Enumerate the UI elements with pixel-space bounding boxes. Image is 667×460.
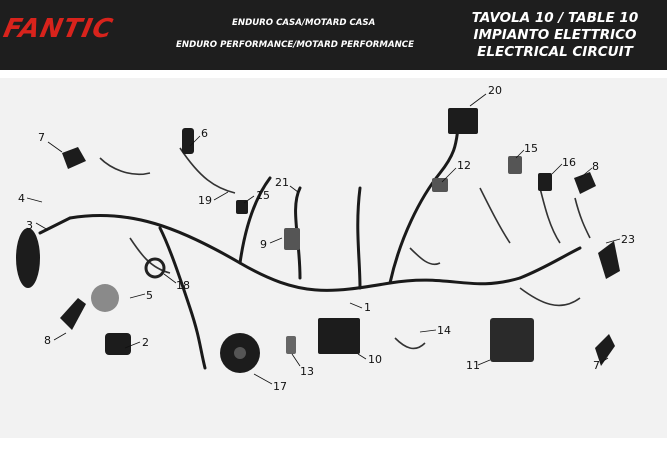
fan-hub [234,347,246,359]
callout-11: 11 [466,359,480,372]
model-line-2: ENDURO PERFORMANCE/MOTARD PERFORMANCE [176,40,414,50]
callout-5: 5 [146,289,153,302]
indicator-rear-left [60,298,86,330]
callout-18: 18 [176,279,190,292]
callout-15-right: 15 [524,142,538,155]
callout-1: 1 [364,301,371,314]
callout-10: 10 [368,353,382,366]
relay-part-15-left [236,200,248,214]
parts-diagram: 1 2 3 4 5 6 7 7 8 8 9 10 11 12 13 14 15 … [0,78,667,438]
leader-18 [163,273,177,284]
leader-1 [349,302,363,309]
leader-12 [441,167,457,183]
leader-3 [35,222,49,231]
leader-21 [289,185,299,193]
model-line-1: ENDURO CASA/MOTARD CASA [232,18,376,28]
header-bar: FANTIC ENDURO CASA/MOTARD CASA ENDURO PE… [0,0,667,70]
callout-2: 2 [142,336,149,349]
leader-2 [124,341,141,349]
brand-logo: FANTIC [0,14,169,50]
callout-leaders [26,93,621,385]
indicator-rear-right [595,334,615,366]
indicator-front-left [62,147,86,169]
callout-9: 9 [260,238,267,251]
relay-box-part [448,108,478,134]
tail-light-part [598,241,620,279]
callout-15-left: 15 [256,189,270,202]
ignition-part [105,333,131,355]
leader-6 [189,135,201,147]
callout-17: 17 [273,380,287,393]
relay-part-12 [432,178,448,192]
page-title: TAVOLA 10 / TABLE 10 IMPIANTO ELETTRICO … [450,10,660,61]
callout-14: 14 [437,324,451,337]
callout-3: 3 [26,219,33,232]
title-english: ELECTRICAL CIRCUIT [477,44,633,60]
callout-7-left: 7 [38,131,45,144]
brand-name: FANTIC [0,14,116,44]
leader-15-right [515,149,525,159]
leader-17 [253,373,273,385]
indicator-front-right [574,172,596,194]
headlight-part [16,228,40,288]
callout-23: 23 [621,233,635,246]
callout-20: 20 [488,84,502,97]
callout-16: 16 [562,156,576,169]
sensor-part-6 [182,128,194,154]
callout-7-right: 7 [593,359,600,372]
leader-19 [213,191,229,201]
callout-4: 4 [18,192,25,205]
leader-8-left [53,332,67,341]
horn-part [91,284,119,312]
title-italian: IMPIANTO ELETTRICO [473,27,637,43]
title-table: TAVOLA 10 / TABLE 10 [471,10,639,26]
leader-11 [477,359,491,366]
callout-21: 21 [275,176,289,189]
leader-13 [291,353,301,367]
leader-14 [419,329,437,333]
leader-7-left [47,141,63,153]
callout-8-right: 8 [592,160,599,173]
leader-4 [26,197,43,203]
leader-7-right [599,357,609,364]
components [16,108,620,373]
ecu-part [490,318,534,362]
switch-part-13 [286,336,296,354]
leader-10 [357,353,367,360]
callout-19: 19 [198,194,212,207]
secondary-wires [99,147,591,350]
callout-13: 13 [300,365,314,378]
leader-23 [605,238,621,244]
leader-8-right [579,167,593,179]
callout-6: 6 [201,127,208,140]
callout-labels: 1 2 3 4 5 6 7 7 8 8 9 10 11 12 13 14 15 … [18,84,635,393]
parts-diagram-svg: 1 2 3 4 5 6 7 7 8 8 9 10 11 12 13 14 15 … [16,84,635,393]
leader-20 [469,93,487,107]
callout-12: 12 [457,159,471,172]
regulator-part [318,318,360,354]
relay-part-16 [538,173,552,191]
coil-part-9 [284,228,300,250]
leader-16 [551,163,563,175]
sensor-loop-18 [144,257,166,279]
relay-part-15-right [508,156,522,174]
leader-5 [129,293,146,299]
callout-8-left: 8 [44,334,51,347]
leader-15-left [243,195,255,204]
leader-9 [269,237,283,244]
